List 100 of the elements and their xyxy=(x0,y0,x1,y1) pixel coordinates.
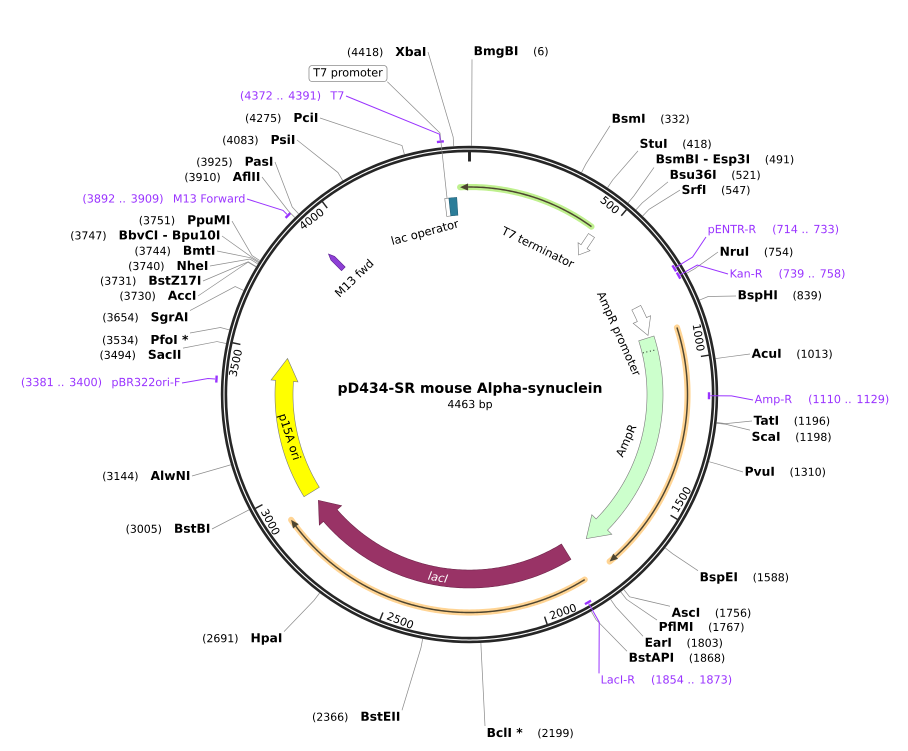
leader-line xyxy=(216,250,259,264)
primer-mark xyxy=(671,264,678,272)
site-position: (332) xyxy=(661,114,689,124)
site-position: (754) xyxy=(764,247,792,258)
leader-line xyxy=(192,464,232,476)
site-position: (6) xyxy=(534,46,548,57)
label-box: T7 promoter xyxy=(308,65,388,82)
leader-line xyxy=(402,638,424,711)
leader-line xyxy=(386,81,448,198)
site-position: (1756) xyxy=(716,608,750,618)
site-position: (1868) xyxy=(690,653,724,664)
leader-line xyxy=(232,220,260,261)
leader-line xyxy=(628,167,654,204)
leader-line xyxy=(710,395,754,400)
site-position: (3740) xyxy=(129,262,164,272)
enzyme-name: AflII xyxy=(232,172,260,181)
primer-range: (714 .. 733) xyxy=(773,224,838,235)
site-position: (3144) xyxy=(103,472,138,482)
tick-label: 1000 xyxy=(692,324,705,351)
enzyme-name: PflMI xyxy=(660,622,692,631)
site-position: (1588) xyxy=(754,572,788,583)
site-position: (4275) xyxy=(246,114,280,124)
site-position: (4083) xyxy=(223,136,258,146)
enzyme-name: BsmBI - Esp3I xyxy=(656,154,749,166)
leader-line xyxy=(679,264,728,276)
site-position: (3005) xyxy=(126,524,162,534)
leader-line xyxy=(296,140,344,181)
leader-line xyxy=(428,52,454,147)
site-position: (3654) xyxy=(103,312,138,323)
enzyme-name: NruI xyxy=(720,246,748,256)
leader-line xyxy=(708,461,744,472)
primer-name: pBR322ori-F xyxy=(112,378,180,388)
site-position: (1767) xyxy=(709,622,744,632)
primer-mark xyxy=(676,272,682,280)
site-position: (547) xyxy=(722,186,750,196)
leader-line xyxy=(210,258,258,266)
enzyme-name: NheI xyxy=(178,260,208,270)
leader-line xyxy=(182,341,226,348)
primer-range: (4372 .. 4391) xyxy=(240,91,320,101)
leader-line xyxy=(699,296,736,300)
primer-name: M13 Forward xyxy=(174,194,244,203)
site-position: (1196) xyxy=(794,416,830,426)
primer-name: Amp-R xyxy=(754,394,792,406)
site-position: (3910) xyxy=(185,172,220,182)
site-position: (839) xyxy=(793,290,821,301)
leader-line xyxy=(480,642,486,726)
primer-range: (739 .. 758) xyxy=(780,269,844,279)
leader-line xyxy=(182,378,216,384)
feature-label: lac operator xyxy=(391,220,458,245)
leader-line xyxy=(715,354,750,360)
site-position: (521) xyxy=(732,170,760,180)
enzyme-name: BspEI xyxy=(700,572,737,584)
primer-mark xyxy=(215,376,218,383)
site-position: (1310) xyxy=(790,467,825,478)
site-position: (3730) xyxy=(120,291,155,302)
leader-line xyxy=(190,286,244,311)
enzyme-name: BstBI xyxy=(175,524,210,533)
enzyme-name: PasI xyxy=(246,156,272,166)
site-position: (491) xyxy=(766,154,794,165)
enzyme-name: BstZ17I xyxy=(149,276,200,285)
site-position: (3534) xyxy=(102,336,138,346)
primer-name: pENTR-R xyxy=(708,224,756,236)
leader-line xyxy=(202,261,257,282)
primer-range: (3892 .. 3909) xyxy=(83,194,163,204)
site-position: (3925) xyxy=(197,157,232,168)
enzyme-name: BspHI xyxy=(738,290,777,302)
enzyme-name: Bsu36I xyxy=(670,170,716,179)
leader-line xyxy=(274,162,299,214)
enzyme-name: HpaI xyxy=(252,633,282,645)
site-position: (4418) xyxy=(348,48,382,58)
primer-mark xyxy=(436,140,444,144)
leader-line xyxy=(620,592,658,620)
feature-label: lacI xyxy=(428,571,448,583)
primer-name: Kan-R xyxy=(730,269,762,278)
enzyme-name: PvuI xyxy=(746,466,774,476)
primer-mark xyxy=(584,600,592,606)
site-position: (3747) xyxy=(71,231,106,241)
leader-line xyxy=(246,198,288,215)
enzyme-name: ScaI xyxy=(752,432,780,441)
primer-range: (1110 .. 1129) xyxy=(809,394,888,405)
enzyme-name: AlwNI xyxy=(150,470,190,480)
site-position: (1803) xyxy=(687,638,722,648)
primer-range: (1854 .. 1873) xyxy=(652,675,732,685)
site-position: (2691) xyxy=(203,634,238,644)
primer-mark xyxy=(284,212,292,219)
enzyme-name: BclI * xyxy=(488,728,522,738)
tick-label: 2500 xyxy=(386,612,414,628)
leader-line xyxy=(664,548,698,572)
primer-name: T7 xyxy=(330,91,344,100)
leader-line xyxy=(212,509,250,530)
leader-line xyxy=(588,603,600,674)
leader-line xyxy=(581,125,610,173)
enzyme-name: EarI xyxy=(646,638,671,647)
enzyme-name: TatI xyxy=(754,416,778,425)
enzyme-name: PpuMI xyxy=(188,215,230,227)
map-title: pD434-SR mouse Alpha-synuclein xyxy=(338,382,602,396)
leader-line xyxy=(471,59,472,146)
site-position: (3751) xyxy=(140,216,174,226)
site-position: (3731) xyxy=(100,276,136,286)
sequence-length: 4463 bp xyxy=(448,400,492,410)
